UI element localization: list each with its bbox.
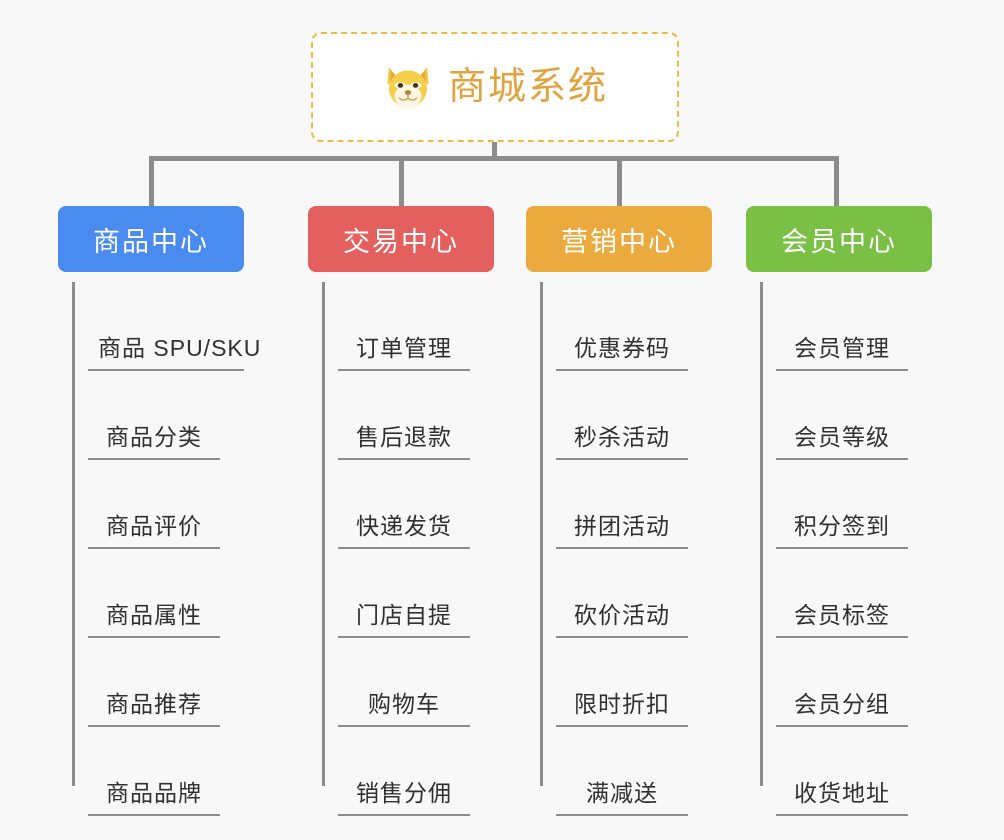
branch-body-member: 会员管理 会员等级 积分签到 会员标签 会员分组 收货地址 [746, 282, 932, 816]
list-item[interactable]: 快递发货 [308, 460, 494, 549]
leaf-label: 积分签到 [776, 507, 908, 549]
list-item[interactable]: 商品分类 [58, 371, 244, 460]
root-title: 商城系统 [447, 66, 608, 108]
list-item[interactable]: 商品推荐 [58, 638, 244, 727]
branch-header-trade[interactable]: 交易中心 [308, 206, 494, 272]
leaf-label: 满减送 [556, 774, 688, 816]
leaf-label: 会员等级 [776, 418, 908, 460]
list-item[interactable]: 订单管理 [308, 282, 494, 371]
list-item[interactable]: 会员标签 [746, 549, 932, 638]
leaf-label: 优惠券码 [556, 329, 688, 371]
branch-body-product: 商品 SPU/SKU 商品分类 商品评价 商品属性 商品推荐 商品品牌 [58, 282, 260, 816]
branch-header-product[interactable]: 商品中心 [58, 206, 244, 272]
list-item[interactable]: 积分签到 [746, 460, 932, 549]
connector-horizontal-bus [149, 156, 839, 161]
leaf-label: 商品评价 [88, 507, 220, 549]
list-item[interactable]: 秒杀活动 [526, 371, 712, 460]
leaf-label: 砍价活动 [556, 596, 688, 638]
connector-drop-1 [149, 156, 154, 208]
branch-column-product: 商品中心 商品 SPU/SKU 商品分类 商品评价 商品属性 商品推荐 商品品牌 [58, 206, 260, 816]
branch-spine [540, 282, 543, 786]
branch-column-marketing: 营销中心 优惠券码 秒杀活动 拼团活动 砍价活动 限时折扣 满减送 [526, 206, 712, 816]
list-item[interactable]: 会员分组 [746, 638, 932, 727]
shiba-dog-icon [387, 67, 429, 109]
leaf-label: 限时折扣 [556, 685, 688, 727]
leaf-label: 会员分组 [776, 685, 908, 727]
leaf-label: 商品属性 [88, 596, 220, 638]
leaf-label: 收货地址 [776, 774, 908, 816]
connector-root-stem [492, 142, 497, 160]
list-item[interactable]: 满减送 [526, 727, 712, 816]
list-item[interactable]: 会员等级 [746, 371, 932, 460]
branch-body-trade: 订单管理 售后退款 快递发货 门店自提 购物车 销售分佣 [308, 282, 494, 816]
list-item[interactable]: 优惠券码 [526, 282, 712, 371]
leaf-label: 拼团活动 [556, 507, 688, 549]
leaf-label: 会员标签 [776, 596, 908, 638]
leaf-list-marketing: 优惠券码 秒杀活动 拼团活动 砍价活动 限时折扣 满减送 [526, 282, 712, 816]
leaf-label: 快递发货 [338, 507, 470, 549]
list-item[interactable]: 会员管理 [746, 282, 932, 371]
list-item[interactable]: 拼团活动 [526, 460, 712, 549]
list-item[interactable]: 销售分佣 [308, 727, 494, 816]
connector-drop-3 [617, 156, 622, 208]
list-item[interactable]: 购物车 [308, 638, 494, 727]
leaf-label: 秒杀活动 [556, 418, 688, 460]
branch-column-member: 会员中心 会员管理 会员等级 积分签到 会员标签 会员分组 收货地址 [746, 206, 932, 816]
leaf-label: 订单管理 [338, 329, 470, 371]
leaf-label: 门店自提 [338, 596, 470, 638]
leaf-label: 购物车 [338, 685, 470, 727]
connector-drop-2 [399, 156, 404, 208]
branch-header-marketing[interactable]: 营销中心 [526, 206, 712, 272]
leaf-label: 售后退款 [338, 418, 470, 460]
branch-header-member[interactable]: 会员中心 [746, 206, 932, 272]
root-node[interactable]: 商城系统 [311, 32, 679, 142]
leaf-label: 商品 SPU/SKU [88, 329, 260, 371]
list-item[interactable]: 收货地址 [746, 727, 932, 816]
branch-spine [760, 282, 763, 786]
list-item[interactable]: 商品品牌 [58, 727, 244, 816]
connector-drop-4 [834, 156, 839, 208]
leaf-list-trade: 订单管理 售后退款 快递发货 门店自提 购物车 销售分佣 [308, 282, 494, 816]
list-item[interactable]: 售后退款 [308, 371, 494, 460]
branch-body-marketing: 优惠券码 秒杀活动 拼团活动 砍价活动 限时折扣 满减送 [526, 282, 712, 816]
leaf-label: 商品推荐 [88, 685, 220, 727]
leaf-label: 会员管理 [776, 329, 908, 371]
branch-spine [322, 282, 325, 786]
leaf-label: 销售分佣 [338, 774, 470, 816]
list-item[interactable]: 商品 SPU/SKU [58, 282, 260, 371]
list-item[interactable]: 商品属性 [58, 549, 244, 638]
leaf-list-product: 商品 SPU/SKU 商品分类 商品评价 商品属性 商品推荐 商品品牌 [58, 282, 260, 816]
leaf-label: 商品分类 [88, 418, 220, 460]
leaf-list-member: 会员管理 会员等级 积分签到 会员标签 会员分组 收货地址 [746, 282, 932, 816]
list-item[interactable]: 商品评价 [58, 460, 244, 549]
leaf-label: 商品品牌 [88, 774, 220, 816]
branch-spine [72, 282, 75, 786]
list-item[interactable]: 砍价活动 [526, 549, 712, 638]
branch-column-trade: 交易中心 订单管理 售后退款 快递发货 门店自提 购物车 销售分佣 [308, 206, 494, 816]
list-item[interactable]: 门店自提 [308, 549, 494, 638]
list-item[interactable]: 限时折扣 [526, 638, 712, 727]
